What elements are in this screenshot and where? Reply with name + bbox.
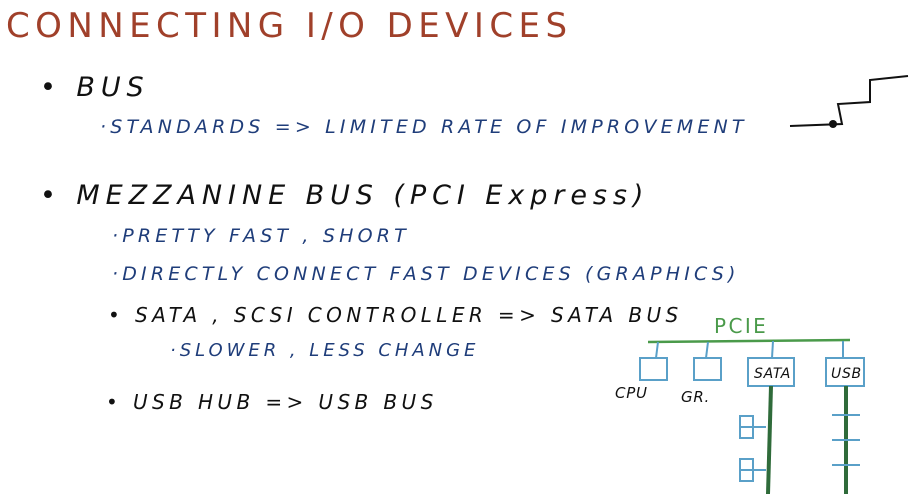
staircase-doodle bbox=[789, 75, 909, 127]
sub-sub-bullet-slower-label: SLOWER , LESS CHANGE bbox=[179, 340, 480, 361]
sub-bullet-pretty-fast-label: PRETTY FAST , SHORT bbox=[122, 225, 410, 247]
usb-label: USB bbox=[831, 366, 862, 382]
sub-sub-bullet-slower: ·SLOWER , LESS CHANGE bbox=[170, 340, 480, 361]
sub-bullet-pretty-fast: ·PRETTY FAST , SHORT bbox=[112, 225, 410, 247]
cpu-box bbox=[639, 357, 668, 381]
gr-box bbox=[693, 357, 722, 381]
cpu-connector bbox=[655, 341, 659, 359]
gr-connector bbox=[705, 341, 709, 359]
bullet-bus-label: BUS bbox=[76, 72, 150, 103]
slide-title: CONNECTING I/O DEVICES bbox=[6, 6, 573, 46]
bullet-bus: • BUS bbox=[40, 72, 150, 103]
bullet-mezzanine-label: MEZZANINE BUS (PCI Express) bbox=[76, 180, 650, 211]
pcie-bus-line bbox=[647, 338, 851, 344]
sata-disk-1 bbox=[739, 415, 766, 439]
sub-bullet-directly-connect: ·DIRECTLY CONNECT FAST DEVICES (GRAPHICS… bbox=[112, 263, 740, 285]
sub-bullet-usb-label: USB HUB => USB BUS bbox=[132, 390, 438, 414]
sub-bullet-sata-label: SATA , SCSI CONTROLLER => SATA BUS bbox=[134, 303, 683, 327]
sub-bullet-sata: • SATA , SCSI CONTROLLER => SATA BUS bbox=[108, 303, 683, 327]
sata-disk-2 bbox=[739, 458, 766, 482]
sub-bullet-usb: • USB HUB => USB BUS bbox=[106, 390, 438, 414]
sata-bus-line bbox=[766, 385, 773, 495]
cpu-label: CPU bbox=[615, 384, 648, 402]
sata-connector bbox=[771, 340, 774, 359]
sub-bullet-standards: ·STANDARDS => LIMITED RATE OF IMPROVEMEN… bbox=[100, 116, 748, 138]
sub-bullet-directly-connect-label: DIRECTLY CONNECT FAST DEVICES (GRAPHICS) bbox=[122, 263, 740, 285]
gr-label: GR. bbox=[681, 388, 711, 406]
staircase-dot bbox=[829, 120, 837, 128]
sata-label: SATA bbox=[754, 366, 792, 382]
sub-bullet-standards-label: STANDARDS => LIMITED RATE OF IMPROVEMENT bbox=[110, 116, 748, 138]
pcie-label: PCIE bbox=[714, 314, 769, 338]
bullet-mezzanine: • MEZZANINE BUS (PCI Express) bbox=[40, 180, 650, 211]
